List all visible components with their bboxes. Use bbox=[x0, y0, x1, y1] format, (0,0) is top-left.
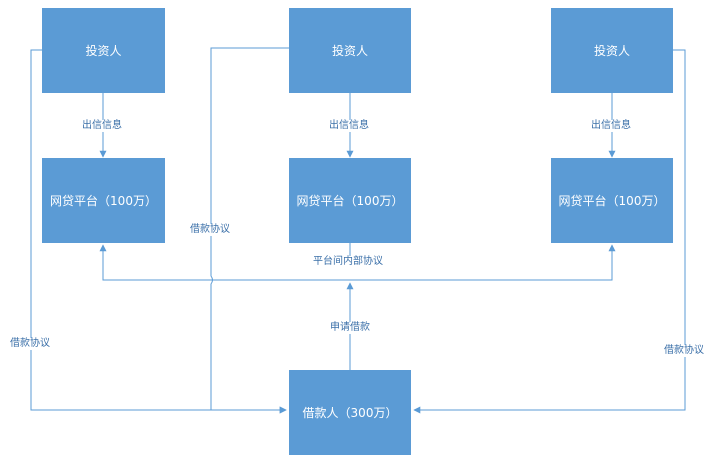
connector-loan-agreement-left bbox=[30, 49, 287, 414]
investor-mid-label: 投资人 bbox=[331, 44, 368, 58]
label-apply-loan: 申请借款 bbox=[329, 322, 371, 334]
label-loan-agreement-left: 借款协议 bbox=[9, 338, 51, 350]
platform-mid-box: 网贷平台（100万） bbox=[289, 158, 411, 243]
connector-loan-agreement-right bbox=[413, 49, 686, 414]
investor-right-box: 投资人 bbox=[551, 8, 673, 93]
label-loan-agreement-right: 借款协议 bbox=[663, 345, 705, 357]
connector-loan-agreement-mid bbox=[210, 47, 289, 414]
platform-right-label: 网贷平台（100万） bbox=[558, 194, 666, 208]
connector-platform-internal-left bbox=[99, 244, 350, 281]
label-loan-agreement-mid: 借款协议 bbox=[189, 224, 231, 236]
platform-mid-label: 网贷平台（100万） bbox=[296, 194, 404, 208]
investor-left-label: 投资人 bbox=[85, 44, 122, 58]
borrower-label: 借款人（300万） bbox=[302, 406, 398, 420]
label-credit-info-mid: 出信信息 bbox=[328, 120, 370, 132]
investor-right-label: 投资人 bbox=[593, 44, 630, 58]
platform-right-box: 网贷平台（100万） bbox=[551, 158, 673, 243]
connector-platform-internal-right bbox=[350, 244, 616, 281]
borrower-box: 借款人（300万） bbox=[289, 370, 411, 455]
label-platform-internal-agreement: 平台间内部协议 bbox=[312, 256, 384, 268]
platform-left-box: 网贷平台（100万） bbox=[42, 158, 165, 243]
platform-left-label: 网贷平台（100万） bbox=[50, 194, 157, 208]
investor-mid-box: 投资人 bbox=[289, 8, 411, 93]
label-credit-info-right: 出信信息 bbox=[590, 120, 632, 132]
investor-left-box: 投资人 bbox=[42, 8, 165, 93]
label-credit-info-left: 出信信息 bbox=[81, 120, 123, 132]
